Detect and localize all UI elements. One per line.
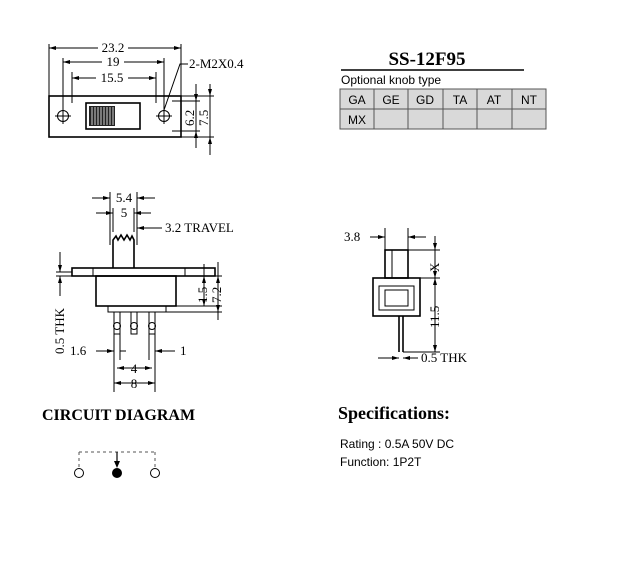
dim-flange-thickness: 0.5 THK: [52, 307, 67, 354]
dim-hole-spacing: 19: [107, 54, 120, 69]
knob-cell-r1c4: TA: [453, 93, 467, 107]
terminal-right: [150, 468, 160, 478]
dim-height-inner: 6.2: [182, 110, 197, 126]
knob-cell-r1c6: NT: [521, 93, 538, 107]
side-view-housing: [372, 277, 421, 317]
terminal-common: [112, 468, 122, 478]
part-title-block: SS-12F95 Optional knob type: [341, 49, 524, 87]
dim-knob-height: X: [427, 262, 442, 272]
side-view: 3.8 X 11.5 0.5 THK: [344, 228, 468, 365]
knob-cell-r2c1: MX: [348, 113, 366, 127]
dim-hole-callout: 2-M2X0.4: [189, 56, 244, 71]
dim-knob-width-inner: 5: [121, 205, 128, 220]
knob-cell-r1c3: GD: [416, 93, 434, 107]
pin-left: [113, 311, 121, 335]
dim-body-pin-height: 11.5: [427, 306, 442, 328]
dim-overall-height: 7.2: [209, 287, 224, 303]
dim-body-height: 1.5: [195, 287, 210, 303]
side-view-knob: [384, 249, 409, 279]
pin-center: [130, 311, 138, 335]
specifications: Specifications: Rating : 0.5A 50V DC Fun…: [338, 403, 454, 469]
terminal-left: [74, 468, 84, 478]
dim-travel: 3.2 TRAVEL: [165, 220, 234, 235]
dim-overall-length: 23.2: [102, 40, 125, 55]
front-view-knob: [112, 233, 135, 268]
front-view: 5.4 5 3.2 TRAVEL 0.5 THK: [52, 190, 234, 392]
dim-pin-pitch: 4: [131, 361, 138, 376]
dim-inner-width: 15.5: [101, 70, 124, 85]
pin-right: [148, 311, 156, 335]
knob-cell-r1c1: GA: [348, 93, 365, 107]
top-view-knob: [89, 106, 115, 126]
circuit-diagram: CIRCUIT DIAGRAM: [42, 407, 195, 478]
spec-heading: Specifications:: [338, 403, 450, 423]
knob-table-caption: Optional knob type: [341, 73, 441, 87]
circuit-heading: CIRCUIT DIAGRAM: [42, 407, 195, 424]
knob-cell-r1c2: GE: [382, 93, 399, 107]
front-view-body: [95, 275, 177, 307]
spec-rating: Rating : 0.5A 50V DC: [340, 437, 454, 451]
dim-pin-span: 8: [131, 376, 138, 391]
spec-function: Function: 1P2T: [340, 455, 422, 469]
knob-cell-r1c5: AT: [487, 93, 502, 107]
top-view: 23.2 19 15.5 2-M2X0.4 6.2 7.5: [48, 40, 244, 155]
top-view-body: [48, 95, 182, 138]
knob-table: GA GE GD TA AT NT MX: [339, 88, 547, 130]
dim-knob-depth: 3.8: [344, 229, 360, 244]
dim-knob-width-outer: 5.4: [116, 190, 133, 205]
dim-pin-thickness: 0.5 THK: [421, 350, 468, 365]
dim-height-outer: 7.5: [196, 110, 211, 126]
dim-pin-gap: 1: [180, 343, 187, 358]
top-view-slot: [85, 102, 141, 130]
part-number: SS-12F95: [388, 49, 465, 70]
dim-pin-width: 1.6: [70, 343, 87, 358]
